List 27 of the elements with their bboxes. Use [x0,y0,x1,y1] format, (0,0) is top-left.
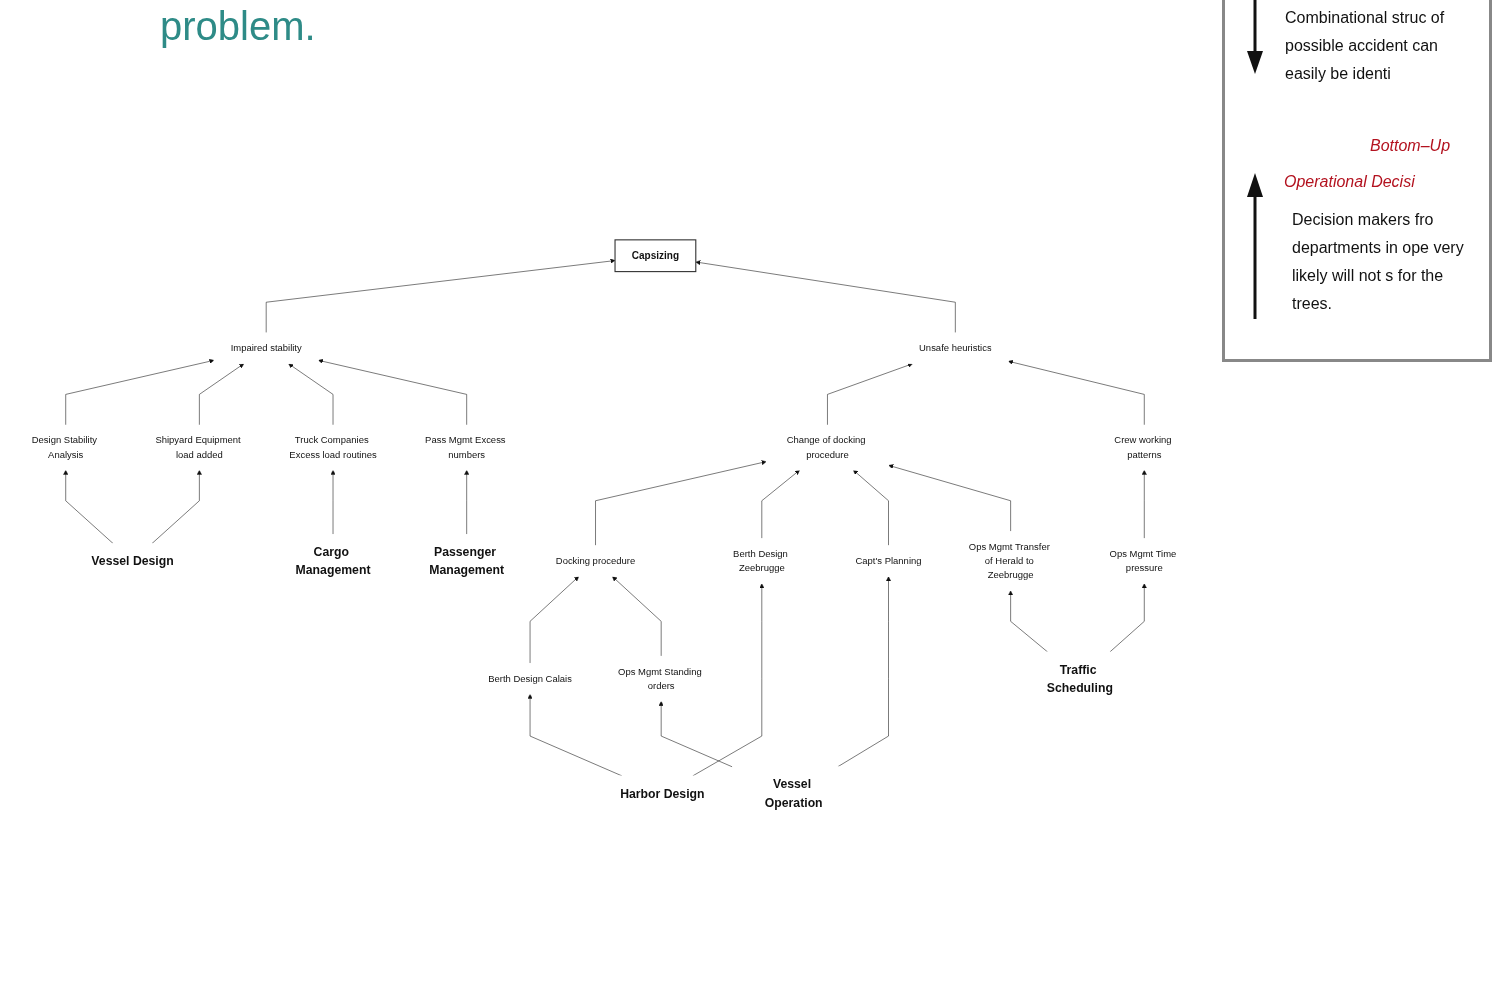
note-text: Decision makers fro departments in ope very likely will not s for the trees. [1292,210,1465,314]
node-text: Shipyard Equipment load added [155,435,241,460]
node-text: Berth Design Zeebrugge [733,548,788,574]
node-text: Passenger Management [429,544,505,578]
title: problem. [160,4,316,49]
node-text: Pass Mgmt Excess numbers [425,435,506,460]
section-heading: Operational Decisi [1284,172,1416,192]
node-text: Harbor Design [620,786,705,801]
node-text: Capt's Planning [855,555,922,567]
node-text: Impaired stability [230,342,302,354]
node-text: Cargo Management [295,544,371,578]
node-text: Unsafe heuristics [919,342,992,354]
node-text: Crew working patterns [1114,435,1172,460]
node-text: Truck Companies Excess load routines [289,435,377,460]
node-text: Ops Mgmt Transfer of Herald to Zeebrugge [968,541,1050,581]
node-text: Design Stability Analysis [31,435,98,460]
node-box: Capsizing [614,239,697,273]
node-text: Berth Design Calais [488,673,572,684]
node-text: Ops Mgmt Standing orders [618,666,702,691]
node-text: Vessel Operation [764,777,823,810]
section-heading: Bottom–Up [1370,136,1452,156]
node-text: Change of docking procedure [786,435,866,460]
node-text: Ops Mgmt Time pressure [1109,548,1177,574]
node-text: Docking procedure [555,555,636,567]
node-text: Vessel Design [91,554,174,569]
note-text: Combinational struc of possible accident can easily be identi [1285,8,1446,84]
node-text: Traffic Scheduling [1046,662,1113,695]
